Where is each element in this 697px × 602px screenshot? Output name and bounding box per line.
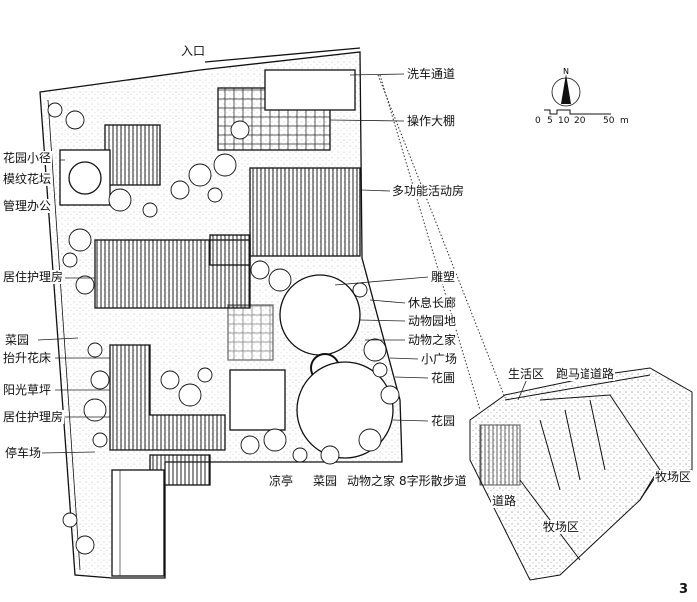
label-entrance: 入口 [180, 44, 207, 58]
label-vegetable-garden-1: 菜园 [4, 333, 31, 347]
tree-icon [160, 370, 180, 390]
label-figure8-walk: 8字形散步道 [398, 474, 468, 488]
scale-tick-5: 5 [547, 116, 553, 126]
tree-icon [170, 180, 190, 200]
label-living-area: 生活区 [507, 367, 546, 381]
label-pasture-2: 牧场区 [542, 520, 581, 534]
tree-icon [83, 398, 107, 422]
tree-icon [292, 447, 308, 463]
label-road-2: 道路 [491, 494, 518, 508]
label-garden: 花园 [430, 414, 457, 428]
label-sculpture: 雕塑 [430, 270, 457, 284]
label-animal-house-1: 动物之家 [407, 333, 458, 347]
tree-icon [268, 268, 292, 292]
tree-icon [263, 428, 287, 452]
label-road-1: 道路 [589, 367, 616, 381]
label-flower-nursery: 花圃 [430, 371, 457, 385]
tree-icon [62, 252, 78, 268]
animal-yard-circle [279, 274, 361, 356]
scale-unit: m [620, 116, 629, 126]
tree-icon [320, 445, 340, 465]
label-parking: 停车场 [4, 446, 43, 460]
label-pavilion: 凉亭 [268, 474, 295, 488]
tree-icon [90, 370, 110, 390]
label-admin-office: 管理办公 [2, 199, 53, 213]
scale-tick-20: 20 [574, 116, 586, 126]
label-animal-yard: 动物园地 [407, 314, 458, 328]
label-work-shed: 操作大棚 [406, 114, 457, 128]
tree-icon [62, 512, 78, 528]
tree-icon [75, 275, 95, 295]
tree-icon [92, 432, 108, 448]
garden-bed [59, 149, 111, 206]
label-pasture-1: 牧场区 [654, 470, 693, 484]
tree-icon [87, 342, 103, 358]
care-residence-2 [109, 344, 226, 451]
svg-text:N: N [563, 67, 569, 76]
tree-icon [188, 163, 212, 187]
leader-lines [37, 73, 531, 454]
label-animal-house-2: 动物之家 [346, 474, 397, 488]
tree-icon [358, 428, 382, 452]
tree-icon [68, 228, 92, 252]
main-site [39, 47, 403, 579]
scale-tick-10: 10 [558, 116, 570, 126]
tree-icon [240, 435, 260, 455]
figure-number: 3 [679, 582, 689, 597]
parking-lot [111, 469, 165, 577]
trees [47, 102, 400, 555]
scale-tick-50: 50 [603, 116, 615, 126]
tree-icon [213, 153, 237, 177]
tree-icon [250, 260, 270, 280]
label-small-plaza: 小广场 [420, 352, 459, 366]
tree-icon [380, 385, 400, 405]
label-pattern-flower-bed: 模纹花坛 [2, 172, 53, 186]
scale-bar [544, 109, 611, 115]
label-vegetable-garden-2: 菜园 [312, 474, 339, 488]
label-garden-path: 花园小径 [2, 151, 53, 165]
tree-icon [352, 282, 368, 298]
north-arrow: N [551, 67, 581, 107]
label-care-residence-2: 居住护理房 [2, 410, 65, 424]
tree-icon [178, 383, 202, 407]
dotted-boundary [377, 74, 506, 411]
multi-function-room [249, 167, 361, 257]
tree-icon [47, 102, 63, 118]
label-car-wash-lane: 洗车通道 [406, 67, 457, 81]
tree-icon [230, 120, 250, 140]
scale-tick-0: 0 [535, 116, 541, 126]
label-rest-corridor: 休息长廊 [407, 296, 458, 310]
label-sunny-lawn: 阳光草坪 [2, 383, 53, 397]
tree-icon [372, 362, 388, 378]
tree-icon [65, 110, 85, 130]
tree-icon [197, 367, 213, 383]
tree-icon [363, 338, 387, 362]
tree-icon [108, 188, 132, 212]
label-raised-flower-bed: 抬升花床 [2, 351, 53, 365]
admin-building [104, 124, 161, 186]
label-multi-function-room: 多功能活动房 [391, 184, 466, 198]
car-wash-building [264, 69, 356, 111]
label-care-residence-1: 居住护理房 [2, 270, 65, 284]
tree-icon [142, 202, 158, 218]
tree-icon [207, 187, 223, 203]
tree-icon [75, 535, 95, 555]
label-bridle-path: 跑马道 [555, 367, 594, 381]
